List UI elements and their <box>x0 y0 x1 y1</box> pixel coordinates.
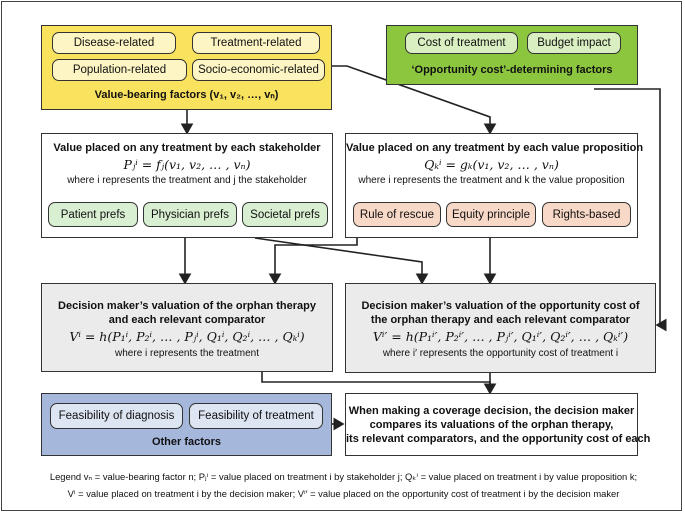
legend-line-2: Vⁱ = value placed on treatment i by the … <box>67 488 620 499</box>
rights-based-pill: Rights-based <box>542 202 631 227</box>
stakeholder-formula: Pⱼⁱ = fⱼ(v₁, v₂, … , vₙ) <box>123 157 251 172</box>
arrow-proposition-to-dm <box>268 238 358 285</box>
dm-valuation-title-2: and each relevant comparator <box>108 314 266 326</box>
dm-opportunity-title-2: the orphan therapy and each relevant com… <box>370 314 631 326</box>
stakeholder-value-box: Value placed on any treatment by each st… <box>41 133 333 238</box>
value-bearing-factors-box: Disease-related Treatment-related Popula… <box>41 25 332 110</box>
dm-valuation-formula: Vⁱ = h(P₁ⁱ, P₂ⁱ, … , Pⱼⁱ, Q₁ⁱ, Q₂ⁱ, … , … <box>69 329 305 344</box>
value-factor-population: Population-related <box>52 59 187 81</box>
patient-prefs-pill: Patient prefs <box>48 202 138 227</box>
decision-line-3: its relevant comparators, and the opport… <box>346 433 651 445</box>
dm-valuation-note: where i represents the treatment <box>115 348 259 359</box>
opportunity-cost-factors-box: Cost of treatment Budget impact ‘Opportu… <box>386 25 638 85</box>
other-factors-title: Other factors <box>151 436 222 448</box>
value-factor-treatment: Treatment-related <box>192 32 320 54</box>
opportunity-factor-cost: Cost of treatment <box>405 32 518 54</box>
physician-prefs-pill: Physician prefs <box>143 202 237 227</box>
opportunity-factor-budget: Budget impact <box>527 32 621 54</box>
decision-line-1: When making a coverage decision, the dec… <box>348 405 635 417</box>
dm-opportunity-formula: Vⁱ′ = h(P₁ⁱ′, P₂ⁱ′, … , Pⱼⁱ′, Q₁ⁱ′, Q₂ⁱ′… <box>372 329 629 344</box>
arrow-dm-to-decision <box>261 372 497 395</box>
legend: Legend vₙ = value-bearing factor n; Pⱼⁱ … <box>8 468 679 502</box>
other-factors-box: Feasibility of diagnosis Feasibility of … <box>41 393 332 456</box>
equity-principle-pill: Equity principle <box>446 202 536 227</box>
feasibility-treatment-pill: Feasibility of treatment <box>189 403 323 429</box>
decision-line-2: compares its valuations of the orphan th… <box>369 419 614 431</box>
proposition-note: where i represents the treatment and k t… <box>358 175 625 186</box>
value-factor-disease: Disease-related <box>52 32 176 54</box>
arrow-stakeholder-to-dm-opportunity <box>254 237 429 285</box>
dm-valuation-title-1: Decision maker’s valuation of the orphan… <box>58 300 316 312</box>
feasibility-diagnosis-pill: Feasibility of diagnosis <box>50 403 183 429</box>
value-factor-socio-economic: Socio-economic-related <box>192 59 325 81</box>
value-bearing-title: Value-bearing factors (v₁, v₂, …, vₙ) <box>94 89 279 101</box>
societal-prefs-pill: Societal prefs <box>242 202 328 227</box>
arrow-value-to-proposition <box>332 65 497 135</box>
stakeholder-note: where i represents the treatment and j t… <box>67 175 307 186</box>
proposition-formula: Qₖⁱ = gₖ(v₁, v₂, … , vₙ) <box>424 157 559 172</box>
rule-of-rescue-pill: Rule of rescue <box>353 202 441 227</box>
opportunity-title: ‘Opportunity cost’-determining factors <box>411 64 613 76</box>
legend-line-1: Legend vₙ = value-bearing factor n; Pⱼⁱ … <box>49 471 638 482</box>
proposition-title: Value placed on any treatment by each va… <box>346 142 644 154</box>
dm-opportunity-box: Decision maker’s valuation of the opport… <box>345 283 656 373</box>
dm-opportunity-note: where i′ represents the opportunity cost… <box>382 348 619 359</box>
dm-valuation-box: Decision maker’s valuation of the orphan… <box>41 283 333 372</box>
value-proposition-box: Value placed on any treatment by each va… <box>345 133 644 238</box>
dm-opportunity-title-1: Decision maker’s valuation of the opport… <box>361 300 640 312</box>
coverage-decision-box: When making a coverage decision, the dec… <box>345 393 651 456</box>
stakeholder-title: Value placed on any treatment by each st… <box>53 142 321 154</box>
